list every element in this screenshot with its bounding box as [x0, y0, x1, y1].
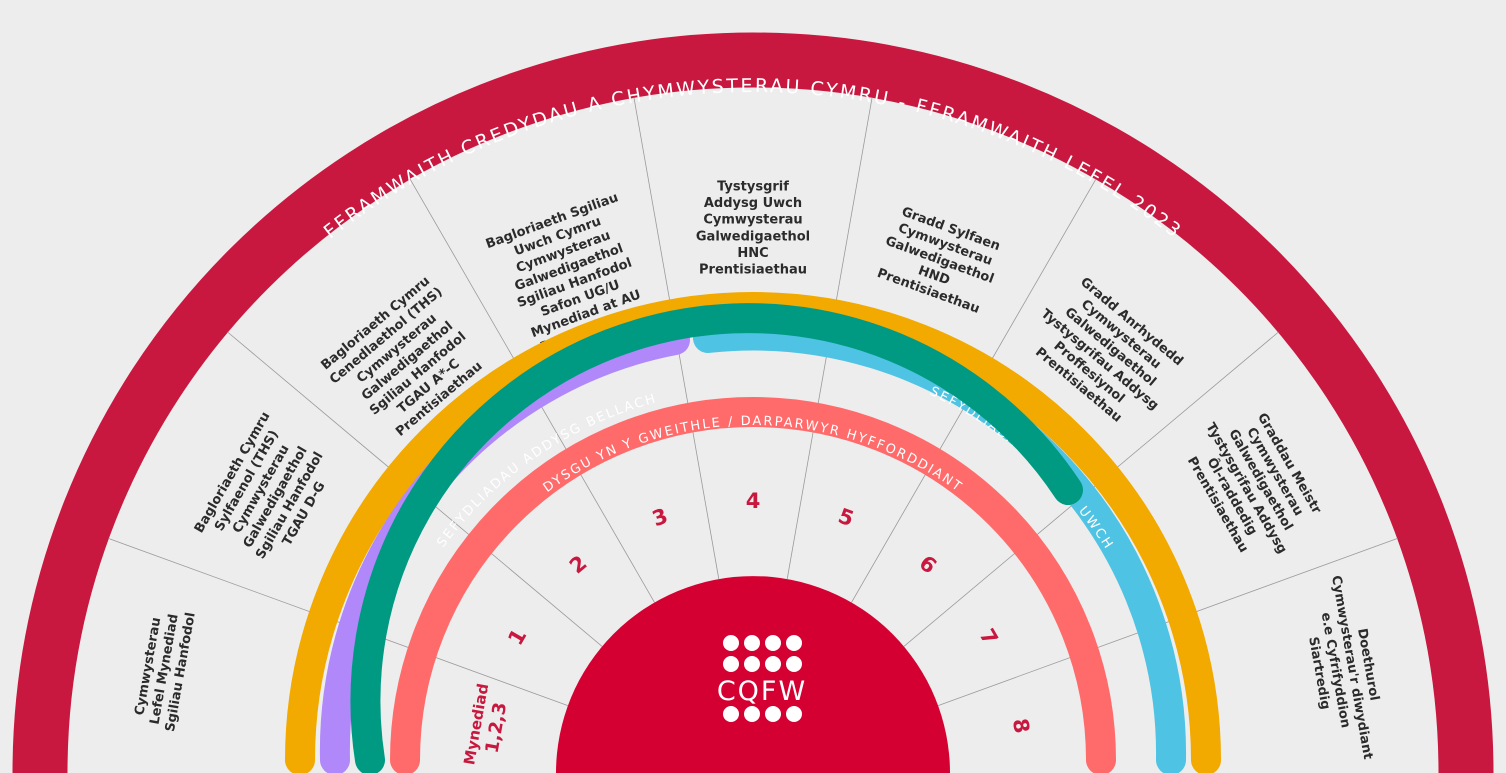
- further-education-arc: [350, 303, 1083, 773]
- level-number-text: 2: [565, 551, 592, 579]
- level-number-text: 6: [914, 551, 941, 579]
- level-7-qualifications: Graddau MeistrCymwysterauGalwedigaetholT…: [1184, 411, 1324, 557]
- level-number-text: 8: [1008, 717, 1034, 736]
- qualification-item: Tystysgrif: [717, 180, 789, 195]
- outer-band: [12, 32, 1494, 773]
- level-number-6: 6: [914, 551, 941, 579]
- center-semicircle: [556, 576, 950, 773]
- level-number-4: 4: [746, 489, 761, 513]
- level-number-text: 7: [975, 625, 1003, 650]
- level-number-text: 1: [503, 625, 531, 650]
- qualification-item: Galwedigaethol: [696, 229, 810, 244]
- qualification-item: Cymwysterau: [703, 213, 802, 228]
- level-number-5: 5: [835, 504, 857, 532]
- level-number-text: 5: [835, 504, 857, 532]
- level-number-7: 7: [975, 625, 1003, 650]
- qualification-item: Addysg Uwch: [704, 196, 802, 211]
- level-number-3: 3: [649, 504, 671, 532]
- level-number-1: 1: [503, 625, 531, 650]
- qualification-item: Prentisiaethau: [699, 262, 807, 277]
- level-number-2: 2: [565, 551, 592, 579]
- level-divider-line: [108, 538, 569, 706]
- cqfw-logo: CQFW: [717, 635, 807, 722]
- workplace-learning-arc: [390, 397, 1116, 773]
- level-5-qualifications: Gradd SylfaenCymwysterauGalwedigaetholHN…: [875, 205, 1002, 317]
- level-divider-line: [937, 538, 1398, 706]
- qualification-item: HNC: [737, 246, 768, 261]
- logo-text: CQFW: [717, 676, 807, 707]
- level-number-text: 3: [649, 504, 671, 532]
- logo-dots-icon: [723, 635, 802, 722]
- level-number-text: 4: [746, 489, 761, 513]
- level-number-8: 8: [1008, 717, 1034, 736]
- workplace-learning-label: DYSGU YN Y GWEITHLE / DARPARWYR HYFFORDD…: [541, 414, 966, 496]
